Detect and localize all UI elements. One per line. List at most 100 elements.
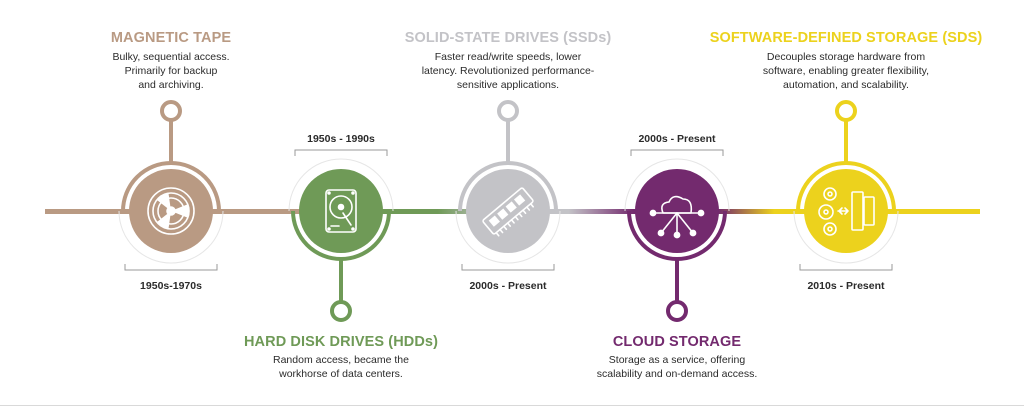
gear: [823, 222, 837, 236]
network-link: [660, 212, 678, 234]
ram-pin: [510, 219, 515, 224]
node-ring-arc: [458, 161, 558, 212]
memory-module-icon: [482, 187, 535, 237]
gear-hub: [827, 226, 833, 232]
ram-pin: [499, 228, 504, 234]
hdd-screw: [351, 191, 355, 195]
stage-title-ssd: SOLID-STATE DRIVES (SSDs): [404, 30, 612, 46]
description-line: Decouples storage hardware from: [766, 51, 926, 63]
ram-pin: [495, 231, 500, 237]
network-node: [649, 209, 657, 217]
description-line: scalability and on-demand access.: [596, 368, 758, 380]
stage-title-sds: SOFTWARE-DEFINED STORAGE (SDS): [709, 30, 983, 46]
network-node: [657, 229, 665, 237]
arrows: [837, 207, 849, 215]
cloud-shape: [661, 195, 693, 214]
ram-pin: [526, 206, 531, 211]
stage-period-hdd: 1950s - 1990s: [307, 133, 375, 145]
reel-spoke: [156, 211, 171, 229]
reel-outer: [147, 187, 195, 235]
reel-spoke: [171, 204, 189, 218]
period-bracket: [630, 149, 724, 156]
node-circle: [635, 169, 719, 253]
description-line: Random access, became the: [273, 354, 409, 366]
network-node: [689, 229, 697, 237]
node-outer-ring: [118, 210, 224, 264]
tape-reel-icon: [147, 187, 195, 235]
hdd-spindle: [337, 203, 345, 211]
reel-spoke: [156, 193, 171, 211]
hdd-platter: [329, 195, 353, 219]
network-link: [676, 212, 694, 234]
network-node: [673, 231, 681, 239]
connector-dot-center: [842, 107, 850, 115]
connector-dot-center: [673, 307, 681, 315]
stage-description-cloud: Storage as a service, offering scalabili…: [577, 353, 777, 381]
description-line: workhorse of data centers.: [279, 368, 403, 380]
period-bracket: [461, 264, 555, 271]
ram-pin: [529, 202, 535, 208]
connector-dot-center: [504, 107, 512, 115]
cloud-network-icon: [649, 195, 705, 239]
period-bracket: [124, 264, 218, 271]
node-ring-arc: [627, 210, 727, 261]
ram-pin: [518, 212, 523, 218]
stage-title-cloud: CLOUD STORAGE: [612, 334, 742, 350]
ram-board: [482, 187, 534, 235]
ram-pin: [514, 215, 519, 221]
server-rack: [851, 191, 864, 231]
stage-description-hdd: Random access, became the workhorse of d…: [251, 353, 431, 381]
hdd-screw: [351, 227, 355, 231]
node-ring-arc: [796, 161, 896, 212]
stage-period-sds: 2010s - Present: [807, 280, 885, 292]
hdd-case: [325, 189, 357, 233]
stage-title-hdd: HARD DISK DRIVES (HDDs): [243, 334, 439, 350]
stage-period-ssd: 2000s - Present: [469, 280, 547, 292]
ram-module: [482, 187, 535, 237]
connector-dot-center: [167, 107, 175, 115]
server-rack: [863, 196, 875, 226]
gear: [823, 187, 837, 201]
hdd-screw: [327, 227, 331, 231]
stage-description-magnetic-tape: Bulky, sequential access. Primarily for …: [96, 50, 246, 92]
node-outer-ring: [455, 210, 561, 264]
ram-pin: [503, 225, 508, 231]
node-outer-ring: [288, 158, 394, 212]
description-line: latency. Revolutionized performance-: [421, 65, 595, 77]
description-line: sensitive applications.: [456, 79, 560, 91]
gear-hub: [823, 209, 829, 215]
ram-pin: [506, 222, 512, 227]
gear: [818, 204, 834, 220]
stage-period-cloud: 2000s - Present: [638, 133, 716, 145]
period-bracket: [799, 264, 893, 271]
node-ring-arc: [121, 161, 221, 212]
node-circle: [299, 169, 383, 253]
node-circle: [466, 169, 550, 253]
stage-graphics: [118, 100, 899, 322]
gears-servers-icon: [818, 187, 875, 236]
network-node: [697, 209, 705, 217]
ram-chip: [497, 208, 509, 220]
connector-dot-center: [337, 307, 345, 315]
ram-chip: [505, 201, 517, 213]
node-ring-arc: [291, 210, 391, 261]
node-outer-ring: [624, 158, 730, 212]
description-line: automation, and scalability.: [783, 79, 909, 91]
description-line: Faster read/write speeds, lower: [434, 51, 582, 63]
description-line: Bulky, sequential access.: [112, 51, 230, 63]
stage-description-ssd: Faster read/write speeds, lower latency.…: [403, 50, 613, 92]
hdd-arm: [342, 212, 352, 226]
description-line: and archiving.: [138, 79, 204, 91]
hard-disk-icon: [325, 189, 357, 233]
ram-pin: [522, 209, 527, 215]
hdd-screw: [327, 191, 331, 195]
period-bracket: [294, 149, 388, 156]
gear-hub: [827, 191, 833, 197]
ram-chip: [488, 215, 500, 227]
stage-description-sds: Decouples storage hardware from software…: [736, 50, 956, 92]
description-line: Primarily for backup: [124, 65, 218, 77]
stage-title-magnetic-tape: MAGNETIC TAPE: [110, 30, 232, 46]
node-outer-ring: [793, 210, 899, 264]
